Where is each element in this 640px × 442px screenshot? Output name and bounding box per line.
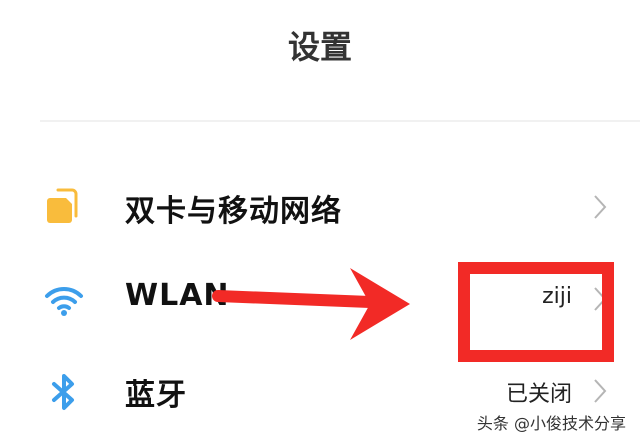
annotation-highlight-box: [458, 262, 614, 362]
annotation-arrow: [212, 268, 410, 340]
bluetooth-icon: [52, 374, 74, 410]
header-divider: [40, 120, 640, 122]
page-title: 设置: [287, 28, 352, 66]
settings-item-label: 蓝牙: [125, 378, 187, 413]
settings-item-bluetooth[interactable]: 蓝牙 已关闭: [0, 352, 640, 432]
wlan-network-name: ziji: [542, 284, 572, 309]
watermark: 头条 @小俊技术分享: [476, 414, 626, 433]
wifi-icon: [45, 286, 83, 316]
settings-item-label: WLAN: [125, 278, 230, 313]
chevron-right-icon: [594, 195, 607, 219]
chevron-right-icon: [594, 379, 607, 403]
sim-cards-icon: [47, 188, 78, 223]
settings-item-dual-sim[interactable]: 双卡与移动网络: [0, 168, 640, 248]
settings-item-label: 双卡与移动网络: [125, 194, 342, 229]
bluetooth-status: 已关闭: [505, 382, 572, 407]
